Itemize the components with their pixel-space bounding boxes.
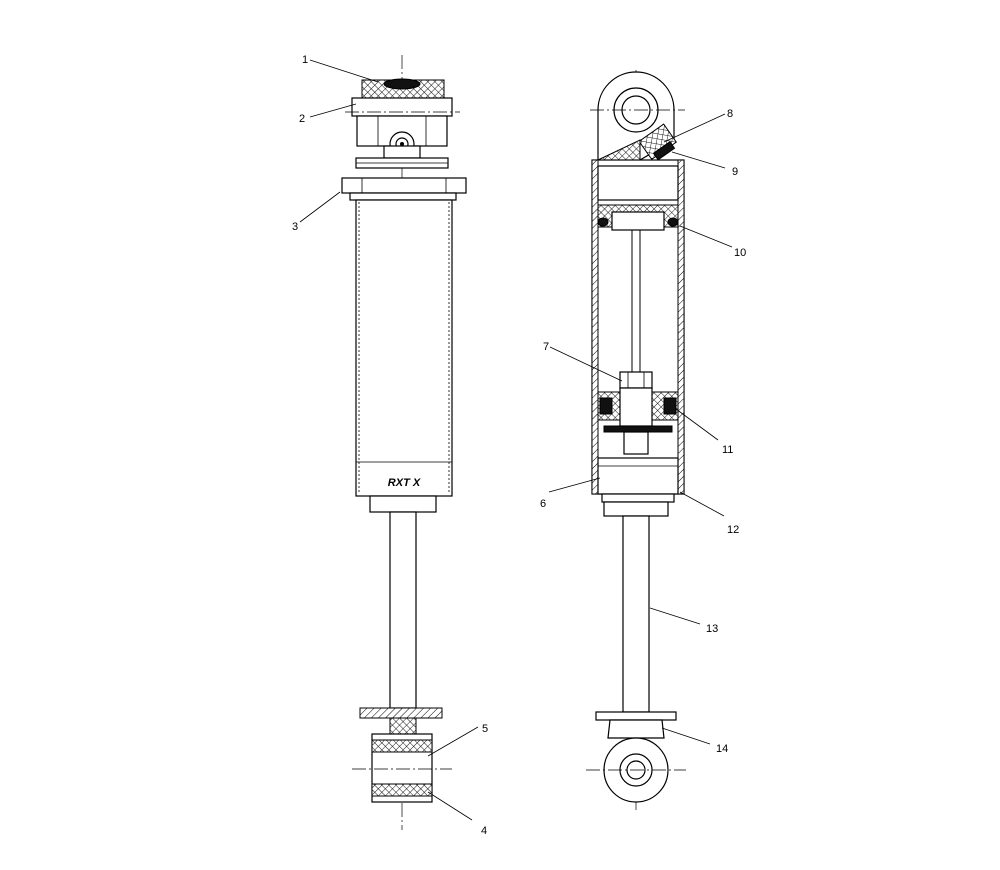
- callout-3: 3: [292, 221, 298, 233]
- seal-head: [597, 457, 679, 495]
- left-exterior-view: RXT X: [341, 55, 467, 830]
- bottom-cup-section: [595, 711, 677, 721]
- callout-2: 2: [299, 113, 305, 125]
- top-bushing-center: [383, 78, 421, 90]
- bottom-bushing-top: [371, 739, 433, 753]
- callout-6: 6: [540, 498, 546, 510]
- seal-cap: [369, 495, 437, 513]
- callout-5: 5: [482, 723, 488, 735]
- callout-8: 8: [727, 108, 733, 120]
- top-head: [351, 97, 453, 117]
- preload-collar: [341, 177, 467, 194]
- shaft-section: [622, 515, 650, 713]
- callout-11: 11: [722, 444, 733, 456]
- callout-7: 7: [543, 341, 549, 353]
- body-tube: [355, 199, 453, 497]
- right-section-view: [586, 70, 686, 810]
- callout-12: 12: [727, 524, 739, 536]
- shaft: [389, 511, 417, 709]
- callout-labels: 1 2 3 4 5 6 7 8 9 10 11 12 13 14: [292, 54, 746, 837]
- tube-wall-left: [591, 159, 599, 495]
- callout-1: 1: [302, 54, 308, 66]
- tube-wall-right: [677, 159, 685, 495]
- bottom-bushing-bottom: [371, 783, 433, 797]
- bottom-cup: [359, 707, 443, 719]
- callout-13: 13: [706, 623, 718, 635]
- callout-14: 14: [716, 743, 728, 755]
- seal-cap-section: [603, 501, 669, 517]
- callout-9: 9: [732, 166, 738, 178]
- piston-nut: [619, 371, 653, 389]
- body-logo: RXT X: [388, 477, 421, 489]
- callout-10: 10: [734, 247, 746, 259]
- leader-lines: [299, 59, 733, 821]
- callout-4: 4: [481, 825, 487, 837]
